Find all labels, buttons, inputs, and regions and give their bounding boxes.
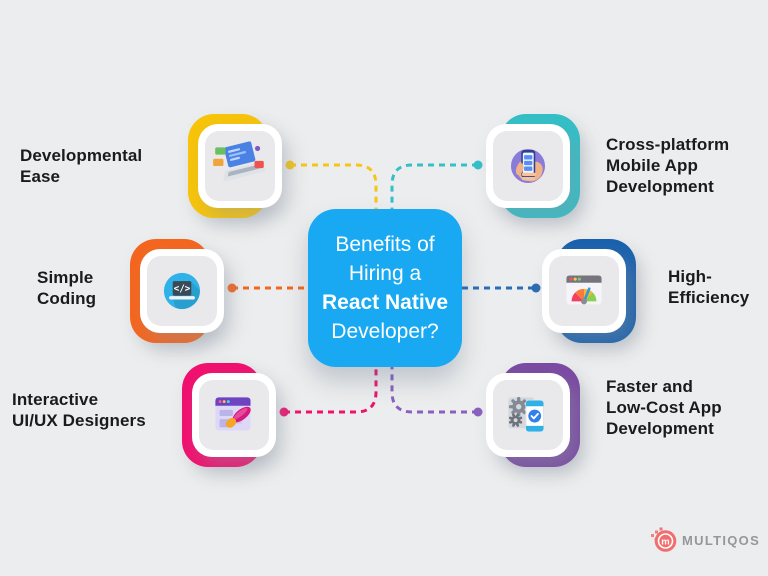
icon-panel: </> — [147, 256, 217, 326]
tile-high-efficiency — [542, 239, 636, 343]
center-title-line3: React Native — [321, 291, 449, 314]
tile-cross-platform — [486, 114, 580, 218]
connector-pink-dot — [279, 407, 289, 417]
connector-yellow-dot — [285, 160, 295, 170]
design-paintbrush-icon — [215, 397, 251, 431]
label-high-efficiency: High- Efficiency — [668, 267, 750, 307]
tile-simple-coding: </> — [130, 239, 224, 343]
center-title-card: Benefits of Hiring a React Native Develo… — [308, 209, 462, 367]
brand-logo: m MULTIQOS — [650, 526, 760, 554]
center-title-line1: Benefits of — [335, 233, 435, 256]
label-interactive-uiux: Interactive UI/UX Designers — [12, 390, 146, 430]
connector-yellow — [290, 163, 378, 209]
brand-name: MULTIQOS — [682, 532, 761, 548]
connector-teal — [390, 163, 478, 209]
hand-holding-phone-icon — [510, 148, 546, 184]
connector-purple — [390, 367, 478, 414]
connector-blue-dot — [531, 283, 541, 293]
laptop-code-icon — [213, 141, 266, 182]
connector-pink — [284, 367, 378, 414]
code-editor-icon: </> — [163, 272, 201, 310]
icon-panel — [549, 256, 619, 326]
icon-card — [192, 373, 276, 457]
icon-card — [542, 249, 626, 333]
connector-orange-dot — [227, 283, 237, 293]
icon-card — [198, 124, 282, 208]
label-cross-platform: Cross-platform Mobile App Development — [606, 135, 730, 196]
connector-purple-dot — [473, 407, 483, 417]
label-faster-low-cost: Faster and Low-Cost App Development — [606, 377, 722, 438]
icon-panel — [205, 131, 275, 201]
tile-developmental-ease — [188, 114, 282, 218]
gears-phone-check-icon — [508, 397, 545, 433]
icon-panel — [493, 131, 563, 201]
tile-faster-low-cost — [486, 363, 580, 467]
label-developmental-ease: Developmental Ease — [20, 146, 143, 186]
connector-teal-dot — [473, 160, 483, 170]
icon-panel — [493, 380, 563, 450]
center-title-line4: Developer? — [331, 320, 439, 343]
icon-panel — [199, 380, 269, 450]
icon-card: </> — [140, 249, 224, 333]
svg-text:</>: </> — [174, 284, 191, 295]
center-title-line2: Hiring a — [348, 262, 422, 285]
multiqos-logo-icon: m — [651, 527, 677, 552]
icon-card — [486, 373, 570, 457]
label-simple-coding: Simple Coding — [37, 268, 97, 308]
icon-card — [486, 124, 570, 208]
tile-interactive-uiux — [182, 363, 276, 467]
speedometer-browser-icon — [566, 275, 602, 305]
svg-text:m: m — [661, 536, 669, 547]
